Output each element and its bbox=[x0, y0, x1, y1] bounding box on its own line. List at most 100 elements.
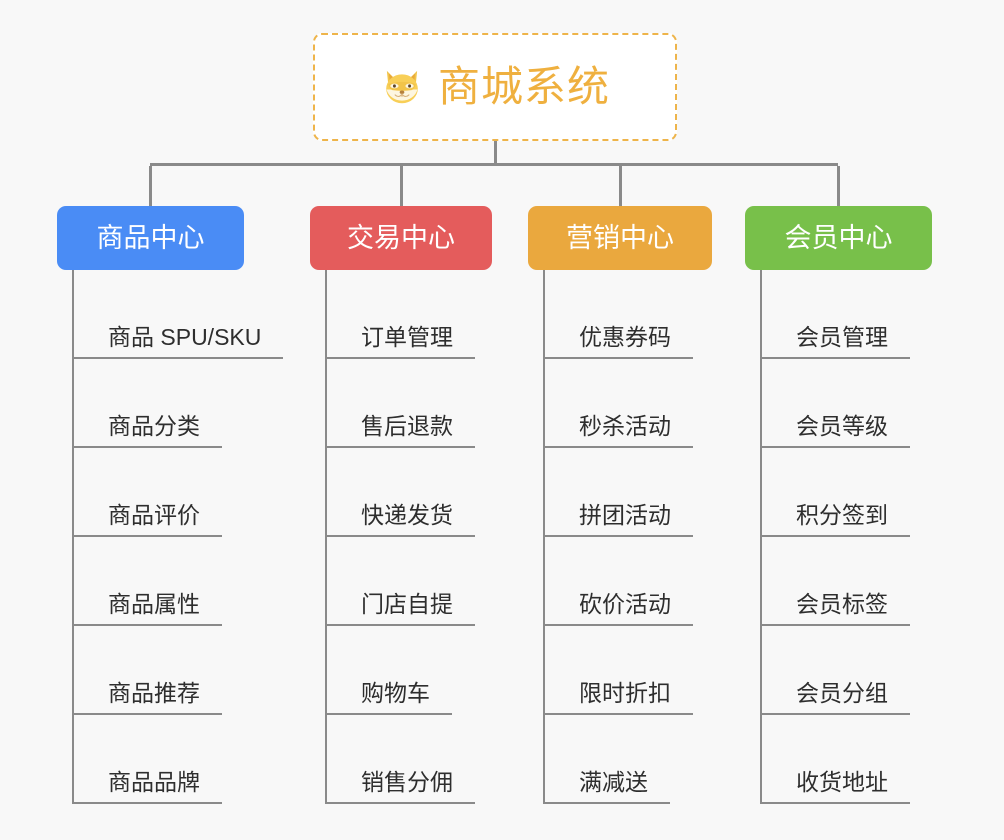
leaf-list-member-center: 会员管理会员等级积分签到会员标签会员分组收货地址 bbox=[745, 270, 932, 804]
leaf-item-label: 收货地址 bbox=[796, 768, 888, 795]
leaf-underline: 销售分佣 bbox=[325, 768, 475, 804]
leaf-item[interactable]: 会员标签 bbox=[745, 537, 932, 626]
leaf-underline: 商品品牌 bbox=[72, 768, 222, 804]
category-header-label: 交易中心 bbox=[347, 222, 455, 253]
leaf-item-label: 商品分类 bbox=[108, 412, 200, 439]
category-header-member-center[interactable]: 会员中心 bbox=[745, 206, 932, 270]
leaf-item-label: 售后退款 bbox=[361, 412, 453, 439]
leaf-item[interactable]: 限时折扣 bbox=[528, 626, 712, 715]
leaf-underline: 商品属性 bbox=[72, 590, 222, 626]
leaf-item[interactable]: 商品推荐 bbox=[57, 626, 244, 715]
leaf-item-label: 商品品牌 bbox=[108, 768, 200, 795]
connector-drop-trade-center bbox=[399, 166, 403, 206]
leaf-item-label: 会员管理 bbox=[796, 323, 888, 350]
leaf-item-label: 会员标签 bbox=[796, 590, 888, 617]
column-spine bbox=[543, 270, 545, 804]
leaf-item-label: 门店自提 bbox=[361, 590, 453, 617]
column-trade-center: 交易中心订单管理售后退款快递发货门店自提购物车销售分佣 bbox=[310, 206, 492, 804]
leaf-item-label: 销售分佣 bbox=[361, 768, 453, 795]
leaf-underline: 优惠券码 bbox=[543, 323, 693, 359]
root-title: 商城系统 bbox=[437, 63, 610, 110]
category-header-label: 营销中心 bbox=[566, 222, 674, 253]
leaf-underline: 门店自提 bbox=[325, 590, 475, 626]
category-header-marketing-center[interactable]: 营销中心 bbox=[528, 206, 712, 270]
column-member-center: 会员中心会员管理会员等级积分签到会员标签会员分组收货地址 bbox=[745, 206, 932, 804]
connector-horizontal-bus bbox=[150, 163, 838, 166]
leaf-item-label: 满减送 bbox=[579, 768, 648, 795]
leaf-list-marketing-center: 优惠券码秒杀活动拼团活动砍价活动限时折扣满减送 bbox=[528, 270, 712, 804]
leaf-item[interactable]: 会员管理 bbox=[745, 270, 932, 359]
leaf-item-label: 快递发货 bbox=[361, 501, 453, 528]
leaf-underline: 积分签到 bbox=[760, 501, 910, 537]
leaf-item-label: 砍价活动 bbox=[579, 590, 671, 617]
leaf-item-label: 限时折扣 bbox=[579, 679, 671, 706]
connector-drop-product-center bbox=[149, 166, 152, 206]
leaf-underline: 会员标签 bbox=[760, 590, 910, 626]
leaf-item-label: 会员分组 bbox=[796, 679, 888, 706]
root-node[interactable]: 商城系统 bbox=[313, 33, 677, 141]
leaf-underline: 快递发货 bbox=[325, 501, 475, 537]
column-spine bbox=[72, 270, 74, 804]
column-spine bbox=[325, 270, 327, 804]
leaf-underline: 商品分类 bbox=[72, 412, 222, 448]
leaf-item[interactable]: 商品 SPU/SKU bbox=[57, 270, 284, 359]
leaf-underline: 售后退款 bbox=[325, 412, 475, 448]
category-header-trade-center[interactable]: 交易中心 bbox=[310, 206, 492, 270]
leaf-item[interactable]: 售后退款 bbox=[310, 359, 492, 448]
connector-drop-marketing-center bbox=[618, 166, 622, 206]
leaf-item[interactable]: 商品属性 bbox=[57, 537, 244, 626]
leaf-item-label: 秒杀活动 bbox=[579, 412, 671, 439]
leaf-underline: 购物车 bbox=[325, 679, 452, 715]
leaf-underline: 砍价活动 bbox=[543, 590, 693, 626]
leaf-item-label: 商品评价 bbox=[108, 501, 200, 528]
leaf-underline: 会员等级 bbox=[760, 412, 910, 448]
shiba-dog-face-icon bbox=[380, 64, 424, 108]
leaf-item[interactable]: 优惠券码 bbox=[528, 270, 712, 359]
column-product-center: 商品中心商品 SPU/SKU 商品分类商品评价商品属性商品推荐商品品牌 bbox=[57, 206, 284, 804]
leaf-item-label: 拼团活动 bbox=[579, 501, 671, 528]
leaf-item[interactable]: 快递发货 bbox=[310, 448, 492, 537]
leaf-underline: 订单管理 bbox=[325, 323, 475, 359]
leaf-list-trade-center: 订单管理售后退款快递发货门店自提购物车销售分佣 bbox=[310, 270, 492, 804]
leaf-item-label: 积分签到 bbox=[796, 501, 888, 528]
leaf-item[interactable]: 满减送 bbox=[528, 715, 712, 804]
leaf-item-label: 购物车 bbox=[361, 679, 430, 706]
leaf-item-label: 商品属性 bbox=[108, 590, 200, 617]
leaf-underline: 商品推荐 bbox=[72, 679, 222, 715]
leaf-item[interactable]: 会员分组 bbox=[745, 626, 932, 715]
leaf-underline: 秒杀活动 bbox=[543, 412, 693, 448]
leaf-item-label: 商品推荐 bbox=[108, 679, 200, 706]
leaf-item[interactable]: 门店自提 bbox=[310, 537, 492, 626]
leaf-item[interactable]: 拼团活动 bbox=[528, 448, 712, 537]
leaf-underline: 收货地址 bbox=[760, 768, 910, 804]
leaf-underline: 满减送 bbox=[543, 768, 670, 804]
leaf-item-label: 会员等级 bbox=[796, 412, 888, 439]
leaf-item[interactable]: 商品评价 bbox=[57, 448, 244, 537]
leaf-underline: 商品评价 bbox=[72, 501, 222, 537]
leaf-item[interactable]: 会员等级 bbox=[745, 359, 932, 448]
leaf-item[interactable]: 订单管理 bbox=[310, 270, 492, 359]
connector-drop-member-center bbox=[837, 166, 840, 206]
leaf-item[interactable]: 销售分佣 bbox=[310, 715, 492, 804]
leaf-underline: 会员管理 bbox=[760, 323, 910, 359]
leaf-item[interactable]: 收货地址 bbox=[745, 715, 932, 804]
leaf-item[interactable]: 秒杀活动 bbox=[528, 359, 712, 448]
leaf-item[interactable]: 商品品牌 bbox=[57, 715, 244, 804]
leaf-underline: 限时折扣 bbox=[543, 679, 693, 715]
leaf-item-label: 订单管理 bbox=[361, 323, 453, 350]
category-header-label: 商品中心 bbox=[96, 222, 205, 253]
leaf-underline: 会员分组 bbox=[760, 679, 910, 715]
leaf-item[interactable]: 商品分类 bbox=[57, 359, 244, 448]
leaf-list-product-center: 商品 SPU/SKU 商品分类商品评价商品属性商品推荐商品品牌 bbox=[57, 270, 284, 804]
column-marketing-center: 营销中心优惠券码秒杀活动拼团活动砍价活动限时折扣满减送 bbox=[528, 206, 712, 804]
column-spine bbox=[760, 270, 762, 804]
leaf-item[interactable]: 积分签到 bbox=[745, 448, 932, 537]
leaf-underline: 商品 SPU/SKU bbox=[72, 324, 284, 359]
leaf-item[interactable]: 砍价活动 bbox=[528, 537, 712, 626]
category-header-product-center[interactable]: 商品中心 bbox=[57, 206, 244, 270]
connector-root-stem bbox=[493, 141, 497, 163]
leaf-item[interactable]: 购物车 bbox=[310, 626, 492, 715]
leaf-item-label: 优惠券码 bbox=[579, 323, 671, 350]
leaf-underline: 拼团活动 bbox=[543, 501, 693, 537]
